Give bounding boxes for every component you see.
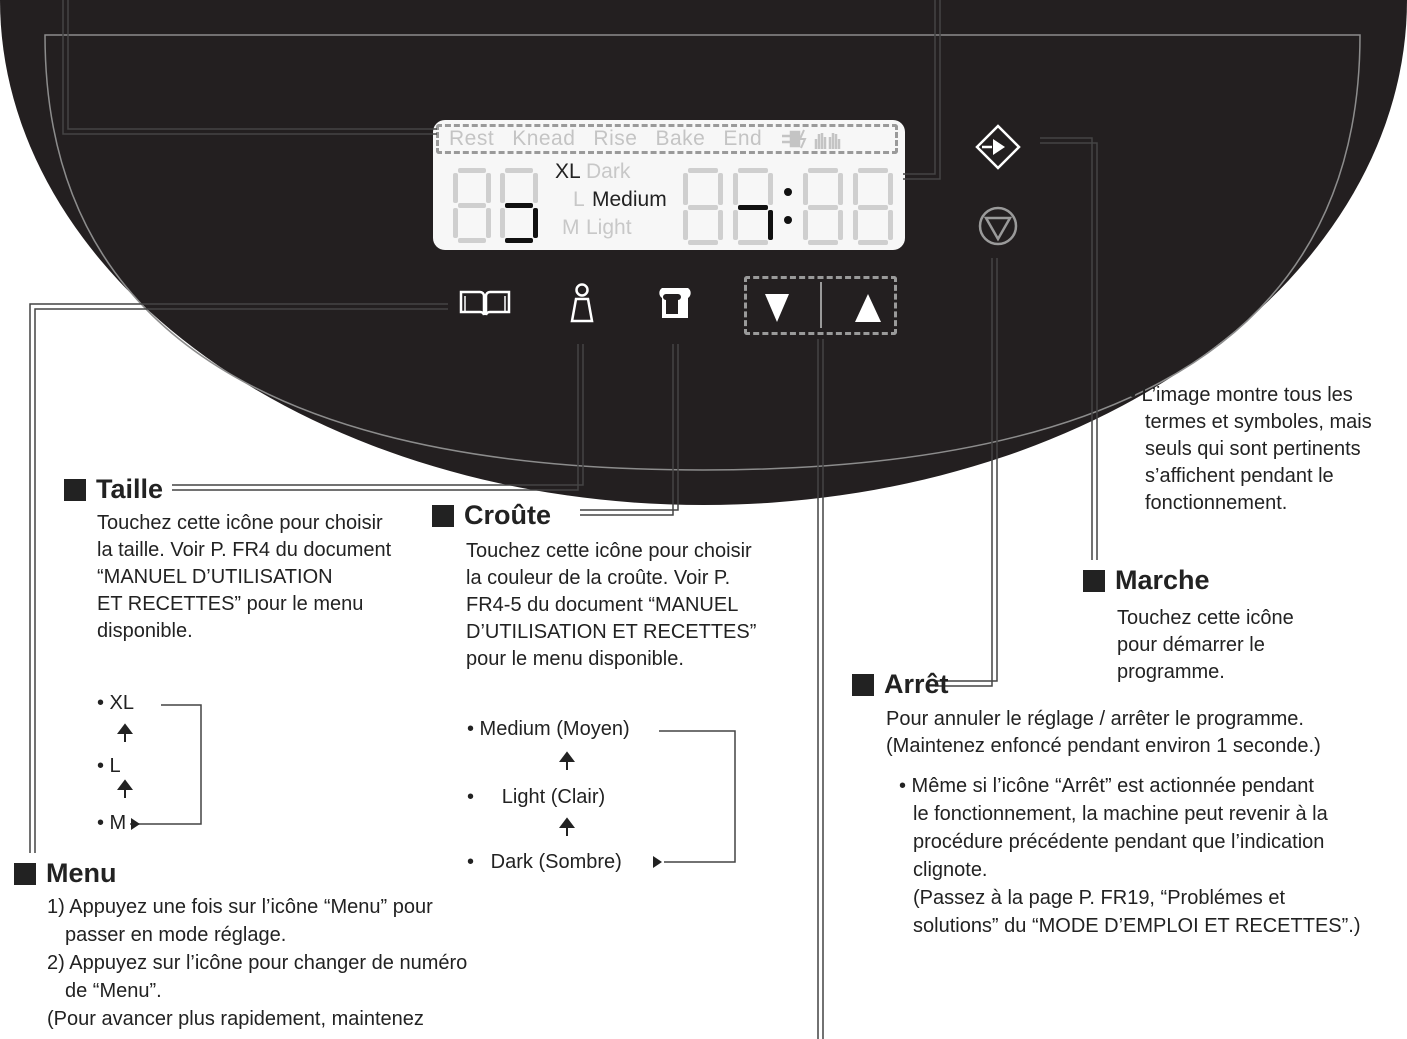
menu-line: 2) Appuyez sur l’icône pour changer de n… — [47, 952, 468, 974]
arret-line: Pour annuler le réglage / arrêter le pro… — [886, 708, 1304, 730]
status-bake: Bake — [655, 127, 706, 150]
croute-line: Touchez cette icône pour choisir — [466, 540, 752, 562]
arret-note-line: • Même si l’icône “Arrêt” est actionnée … — [899, 775, 1314, 797]
croute-line: FR4-5 du document “MANUEL — [466, 594, 739, 616]
square-bullet-icon — [1083, 569, 1105, 592]
square-bullet-icon — [852, 673, 874, 696]
stop-icon[interactable] — [977, 205, 1019, 247]
taille-line: disponible. — [97, 620, 193, 642]
marche-heading: Marche — [1083, 565, 1210, 596]
arret-note-line: procédure précédente pendant que l’indic… — [913, 831, 1325, 853]
arret-description: Pour annuler le réglage / arrêter le pro… — [886, 706, 1321, 760]
croute-heading: Croûte — [432, 500, 551, 531]
taille-option-m: • M — [97, 812, 127, 834]
arret-title: Arrêt — [884, 669, 949, 699]
marche-description: Touchez cette icône pour démarrer le pro… — [1117, 605, 1294, 686]
menu-description: 1) Appuyez une fois sur l’icône “Menu” p… — [47, 893, 467, 1033]
note-line: termes et symboles, mais — [1145, 411, 1372, 433]
arret-note-line: solutions” du “MODE D’EMPLOI ET RECETTES… — [913, 915, 1361, 937]
taille-line: “MANUEL D’UTILISATION — [97, 566, 333, 588]
square-bullet-icon — [14, 862, 36, 885]
taille-line: ET RECETTES” pour le menu — [97, 593, 364, 615]
arret-heading: Arrêt — [852, 669, 949, 700]
status-rise: Rise — [593, 127, 638, 150]
croute-option-light: • Light (Clair) — [467, 786, 606, 808]
croute-description: Touchez cette icône pour choisir la coul… — [466, 538, 756, 673]
power-hand-icon — [782, 129, 841, 149]
panel-outline — [44, 34, 1361, 471]
arret-note-line: (Passez à la page P. FR19, “Problémes et — [913, 887, 1286, 909]
croute-title: Croûte — [464, 500, 551, 530]
size-label-xl: XL — [555, 160, 581, 183]
menu-line: passer en mode réglage. — [65, 924, 287, 946]
bread-icon[interactable] — [657, 286, 693, 322]
down-triangle-icon[interactable] — [764, 292, 790, 324]
lcd-display: Rest Knead Rise Bake End — [433, 120, 905, 250]
marche-line: Touchez cette icône — [1117, 607, 1294, 629]
marche-line: pour démarrer le — [1117, 634, 1265, 656]
up-triangle-icon[interactable] — [853, 292, 883, 324]
square-bullet-icon — [64, 478, 86, 501]
display-note: • L’image montre tous les termes et symb… — [1129, 382, 1372, 517]
croute-option-medium: • Medium (Moyen) — [467, 718, 630, 740]
croute-line: la couleur de la croûte. Voir P. — [466, 567, 731, 589]
crust-label-medium: Medium — [592, 188, 667, 211]
status-end: End — [723, 127, 763, 150]
arret-line: (Maintenez enfoncé pendant environ 1 sec… — [886, 735, 1321, 757]
taille-description: Touchez cette icône pour choisir la tail… — [97, 510, 391, 645]
status-rest: Rest — [449, 127, 495, 150]
marche-line: programme. — [1117, 661, 1225, 683]
taille-title: Taille — [96, 474, 164, 504]
note-line: s’affichent pendant le — [1145, 465, 1334, 487]
taille-line: Touchez cette icône pour choisir — [97, 512, 383, 534]
croute-line: D’UTILISATION ET RECETTES” — [466, 621, 757, 643]
crust-label-dark: Dark — [586, 160, 631, 183]
arret-note-line: clignote. — [913, 859, 988, 881]
status-knead: Knead — [512, 127, 576, 150]
size-label-l: L — [573, 188, 585, 211]
status-row: Rest Knead Rise Bake End — [436, 124, 898, 154]
start-icon[interactable] — [975, 124, 1021, 170]
menu-line: de “Menu”. — [65, 980, 162, 1002]
arrow-buttons-group — [744, 276, 897, 335]
crust-label-light: Light — [586, 216, 632, 239]
croute-option-dark: • Dark (Sombre) — [467, 851, 622, 873]
menu-title: Menu — [46, 858, 117, 888]
weight-icon[interactable] — [567, 282, 597, 324]
size-label-m: M — [562, 216, 580, 239]
taille-line: la taille. Voir P. FR4 du document — [97, 539, 392, 561]
menu-heading: Menu — [14, 858, 117, 889]
marche-title: Marche — [1115, 565, 1210, 595]
taille-option-l: • L — [97, 755, 121, 777]
menu-line: 1) Appuyez une fois sur l’icône “Menu” p… — [47, 896, 433, 918]
taille-heading: Taille — [64, 474, 163, 505]
menu-line: (Pour avancer plus rapidement, maintenez — [47, 1008, 424, 1030]
note-line: fonctionnement. — [1145, 492, 1288, 514]
book-icon[interactable] — [458, 288, 512, 320]
arret-note: • Même si l’icône “Arrêt” est actionnée … — [899, 772, 1361, 940]
arrow-divider — [820, 282, 822, 328]
square-bullet-icon — [432, 504, 454, 527]
note-line: • L’image montre tous les — [1129, 384, 1353, 406]
arret-note-line: le fonctionnement, la machine peut reven… — [913, 803, 1328, 825]
taille-option-xl: • XL — [97, 692, 135, 714]
croute-line: pour le menu disponible. — [466, 648, 684, 670]
note-line: seuls qui sont pertinents — [1145, 438, 1361, 460]
seven-segment-digits — [453, 168, 893, 245]
